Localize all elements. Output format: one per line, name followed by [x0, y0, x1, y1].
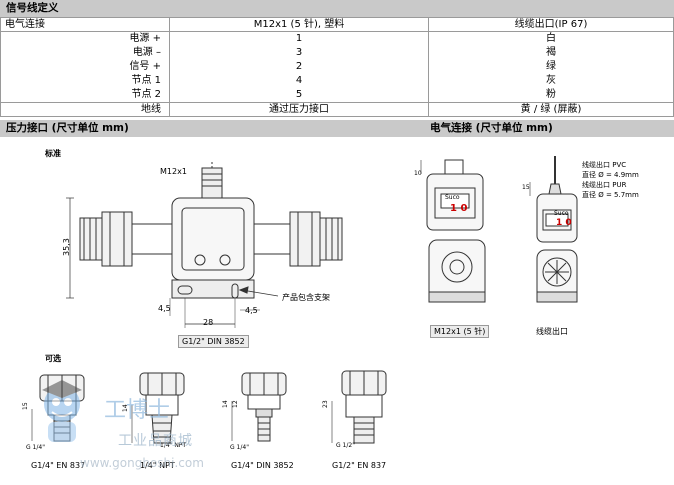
signal-table: 电气连接 M12x1 (5 针), 塑料 线缆出口(IP 67) 电源 + 电源…: [0, 17, 674, 117]
optional-label: 可选: [45, 354, 61, 363]
pin-label: 节点 1: [131, 75, 161, 86]
wire-color: 绿: [546, 61, 556, 72]
header-col1: 电气连接: [0, 17, 170, 32]
opt3-thread: G 1/4": [230, 444, 249, 451]
header-col3: 线缆出口(IP 67): [428, 17, 674, 32]
m12-label: M12x1: [160, 167, 187, 176]
wire-color: 褐: [546, 47, 556, 58]
electrical-section-title: 电气连接 (尺寸单位 mm): [430, 122, 553, 134]
opt4-thread: G 1/2": [336, 442, 355, 449]
signal-section-title: 信号线定义: [0, 0, 674, 17]
standard-label: 标准: [45, 149, 61, 158]
opt2-caption: 1/4" NPT: [140, 461, 175, 470]
bracket-note: 产品包含支架: [282, 293, 330, 302]
ground-value: 通过压力接口: [169, 102, 429, 117]
table-row: 电源 + 电源 – 信号 + 节点 1 节点 2 1 3 2 4 5 白 褐 绿…: [0, 31, 674, 103]
electrical-connection-drawing: [420, 156, 578, 303]
pin-number: 1: [295, 33, 303, 44]
opt1-thread: G 1/4": [26, 444, 45, 451]
pin-labels-cell: 电源 + 电源 – 信号 + 节点 1 节点 2: [0, 31, 170, 103]
dim-28: 28: [203, 318, 214, 327]
watermark-mascot-icon: [42, 380, 82, 442]
table-row: 地线 通过压力接口 黄 / 绿 (屏蔽): [0, 102, 674, 117]
pin-numbers-cell: 1 3 2 4 5: [169, 31, 429, 103]
brand-label-left: Suco: [445, 194, 460, 201]
opt1-dim: 15: [22, 402, 29, 410]
dim-45-right: 4,5: [245, 306, 258, 315]
dim-45-left: 4,5: [158, 304, 171, 313]
watermark-sub: 工业品商城: [118, 433, 193, 449]
pin-label: 节点 2: [131, 89, 161, 100]
ground-label: 地线: [0, 102, 170, 117]
watermark-url: www.gongboshi.com: [80, 456, 204, 470]
display-left: 1 0: [450, 203, 468, 214]
opt2-thread: 1/4" NPT: [160, 442, 187, 449]
opt4-dim: 23: [322, 400, 329, 408]
pin-number: 4: [295, 75, 303, 86]
header-col2: M12x1 (5 针), 塑料: [169, 17, 429, 32]
cable-note: 线缆出口 PUR: [582, 181, 627, 189]
wire-colors-cell: 白 褐 绿 灰 粉: [428, 31, 674, 103]
electric-caption-right: 线缆出口: [536, 327, 568, 336]
opt3-dim2: 12: [232, 400, 239, 408]
dimension-section-bar: [0, 120, 674, 137]
dim-15: 15: [522, 184, 530, 191]
wire-color: 灰: [546, 75, 556, 86]
standard-caption: G1/2" DIN 3852: [178, 335, 249, 348]
cable-note: 直径 Ø = 5.7mm: [582, 191, 639, 199]
pressure-section-title: 压力接口 (尺寸单位 mm): [6, 122, 129, 134]
watermark-brand: 工博士: [104, 398, 171, 423]
pin-label: 信号 +: [129, 61, 161, 72]
opt4-caption: G1/2" EN 837: [332, 461, 387, 470]
cable-note: 直径 Ø = 4.9mm: [582, 171, 639, 179]
cable-notes: 线缆出口 PVC 直径 Ø = 4.9mm 线缆出口 PUR 直径 Ø = 5.…: [582, 160, 639, 200]
brand-label-right: Suco: [554, 210, 569, 217]
pin-number: 2: [295, 61, 303, 72]
pin-label: 电源 –: [132, 47, 161, 58]
ground-color: 黄 / 绿 (屏蔽): [428, 102, 674, 117]
pin-label: 电源 +: [129, 33, 161, 44]
pin-number: 5: [295, 89, 303, 100]
opt1-caption: G1/4" EN 837: [31, 461, 86, 470]
wire-color: 粉: [546, 89, 556, 100]
signal-title-text: 信号线定义: [6, 2, 59, 14]
dim-height: 35,3: [62, 238, 71, 256]
wire-color: 白: [546, 33, 556, 44]
dim-10: 10: [414, 170, 422, 177]
standard-pressure-drawing: [66, 162, 343, 328]
table-header-row: 电气连接 M12x1 (5 针), 塑料 线缆出口(IP 67): [0, 17, 674, 32]
display-right: 1 0: [556, 218, 572, 228]
electric-caption-left: M12x1 (5 针): [430, 325, 490, 338]
pin-number: 3: [295, 47, 303, 58]
opt3-dim: 14: [222, 400, 229, 408]
opt3-caption: G1/4" DIN 3852: [231, 461, 294, 470]
cable-note: 线缆出口 PVC: [582, 161, 627, 169]
